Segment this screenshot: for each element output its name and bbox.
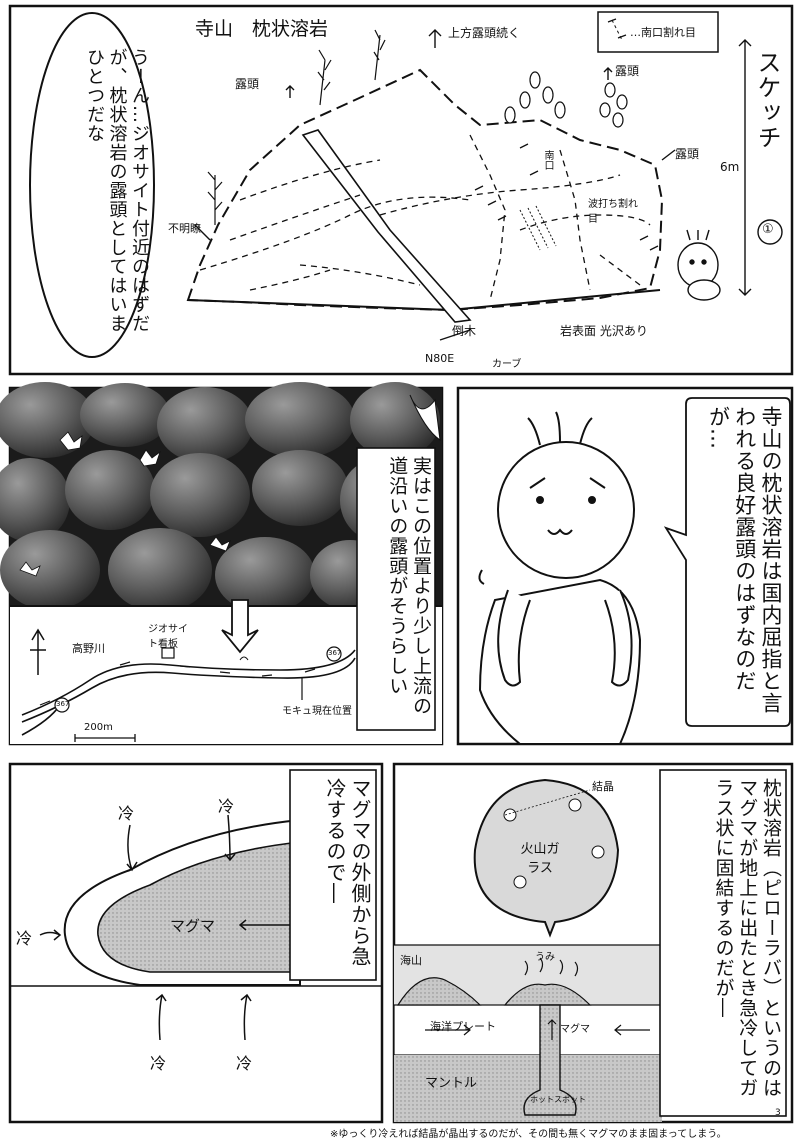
footnote: ※ゆっくり冷えれば結晶が晶出するのだが、その間も無くマグマのまま固まってしまう。: [330, 1129, 727, 1140]
map-scale-label: 200m: [84, 722, 113, 733]
geosite-sign-label: ジオサイト看板: [148, 624, 188, 650]
hotspot-label: ホットスポット: [530, 1095, 586, 1104]
panel-4-caption: マグマの外側から急冷するので―: [323, 778, 372, 967]
mascot-peeking: [677, 229, 721, 301]
location-pointer: [221, 599, 259, 654]
curve-label: カーブ: [492, 359, 522, 370]
panel-2-caption-box: [356, 447, 436, 731]
cold-label-3: 冷: [16, 929, 33, 948]
page-number: 3: [775, 1108, 781, 1118]
unknown-seam-label: 不明瞭: [168, 222, 201, 235]
river-label: 高野川: [72, 642, 105, 655]
fallen-tree-label: 倒木: [452, 324, 477, 338]
panel-5-caption: 枕状溶岩（ピローラバ）というのはマグマが地上に出たとき急冷してガラス状に固結する…: [712, 778, 783, 1098]
legend-text: …南口割れ目: [630, 26, 696, 39]
south-mouth-label: 南口: [542, 150, 553, 170]
panel-1-speech: うーん…ジオサイト付近のはずだが、枕状溶岩の露頭としてはいまひとつだな: [84, 48, 150, 333]
plate-label: 海洋プレート: [430, 1020, 496, 1033]
mascot-worried: [478, 411, 642, 745]
cold-label-1: 冷: [118, 804, 135, 823]
outcrop-label-top: 露頭: [615, 64, 640, 78]
route-label-b: 367: [328, 649, 342, 657]
panel-5-caption-box: [659, 769, 787, 1117]
cold-label-4: 冷: [150, 1054, 167, 1073]
panel-4-caption-box: [289, 769, 377, 981]
panel-3-speech: 寺山の枕状溶岩は国内屈指と言われる良好露頭のはずなのだが…: [706, 406, 784, 714]
panel-2-caption: 実はこの位置より少し上流の道沿いの露頭がそうらしい: [386, 456, 432, 716]
sketch-number: ①: [762, 222, 774, 237]
sketch-label: スケッチ: [753, 50, 781, 150]
rock-surface-label: 岩表面 光沢あり: [560, 324, 648, 338]
plate-magma-label: マグマ: [560, 1024, 590, 1035]
wave-crack-label: 波打ち割れ目: [588, 199, 638, 225]
volcanic-glass-label: 火山ガラス: [520, 842, 560, 876]
crystal-label: 結晶: [592, 780, 614, 793]
scale-label: 6m: [720, 160, 740, 174]
current-position-label: モキュ現在位置: [282, 706, 352, 717]
outcrop-label-right: 露頭: [675, 147, 700, 161]
cold-label-5: 冷: [236, 1054, 253, 1073]
upper-outcrop-label: 上方露頭続く: [448, 26, 521, 40]
outcrop-label-left: 露頭: [235, 77, 260, 91]
magma-core: [97, 841, 301, 973]
panel-1-speech-bubble: [29, 12, 155, 358]
cold-label-2: 冷: [218, 797, 235, 816]
route-label-a: 367: [56, 700, 70, 708]
panel-3-speech-bubble: [663, 397, 791, 727]
hotspot-plume: [523, 1004, 577, 1116]
mantle-label: マントル: [425, 1076, 478, 1091]
panel-1-title: 寺山 枕状溶岩: [195, 18, 329, 40]
magma-label: マグマ: [170, 917, 216, 935]
seamount-label: 海山: [400, 954, 422, 967]
direction-label: N80E: [425, 352, 455, 365]
sea-label: うみ: [535, 952, 555, 963]
fallen-tree: [301, 129, 472, 323]
